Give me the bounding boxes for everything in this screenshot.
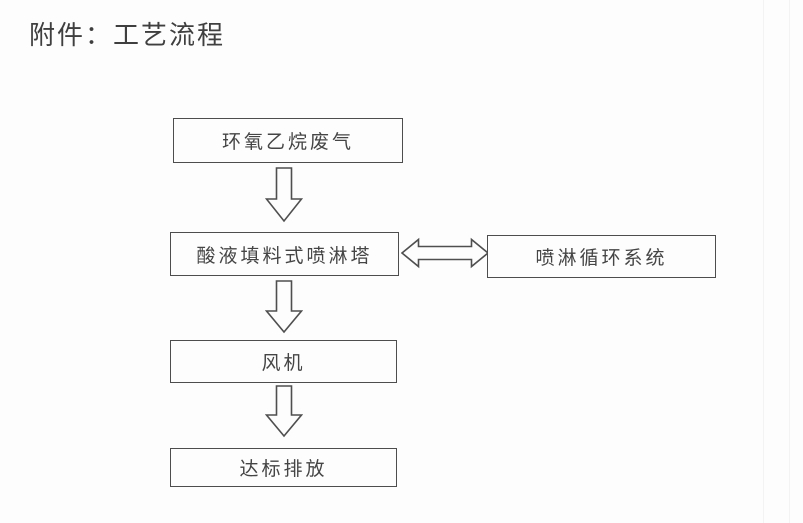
flow-node-circulation-label: 喷淋循环系统	[535, 248, 668, 269]
flow-node-fan: 风机	[170, 340, 397, 383]
flow-node-spray-tower-label: 酸液填料式喷淋塔	[196, 245, 373, 267]
flow-node-waste-gas: 环氧乙烷废气	[173, 118, 403, 163]
down-arrow-icon	[265, 280, 303, 334]
flow-node-discharge-label: 达标排放	[239, 459, 328, 480]
flow-node-circulation: 喷淋循环系统	[487, 235, 716, 278]
down-arrow-icon	[265, 385, 303, 438]
scan-artifact-line	[789, 0, 790, 523]
scan-artifact-line	[763, 0, 764, 523]
double-headed-arrow-icon	[401, 237, 489, 269]
page-title: 附件：工艺流程	[29, 21, 226, 50]
down-arrow-icon	[265, 167, 303, 223]
flow-node-fan-label: 风机	[261, 353, 306, 374]
flow-node-waste-gas-label: 环氧乙烷废气	[221, 132, 354, 153]
flow-node-discharge: 达标排放	[170, 448, 397, 487]
flow-node-spray-tower: 酸液填料式喷淋塔	[170, 232, 399, 276]
